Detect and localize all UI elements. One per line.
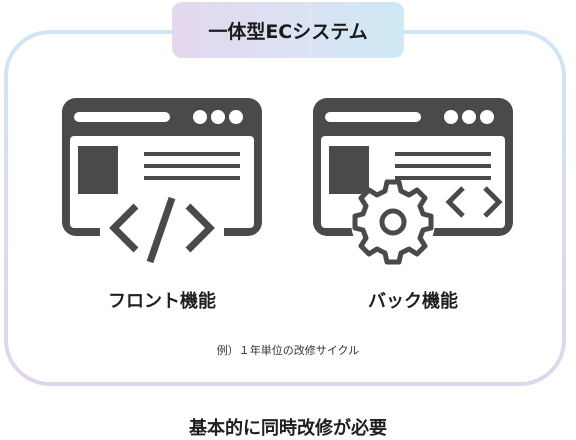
front-function-label: フロント機能 bbox=[108, 291, 216, 312]
browser-gear-icon bbox=[313, 98, 513, 265]
title-pill: 一体型ECシステム bbox=[172, 2, 404, 58]
browser-code-icon bbox=[62, 98, 262, 264]
bottom-caption: 基本的に同時改修が必要 bbox=[189, 418, 387, 439]
example-note: 例）１年単位の改修サイクル bbox=[216, 344, 360, 357]
back-function-label: バック機能 bbox=[368, 291, 458, 312]
title-text: 一体型ECシステム bbox=[208, 20, 368, 43]
